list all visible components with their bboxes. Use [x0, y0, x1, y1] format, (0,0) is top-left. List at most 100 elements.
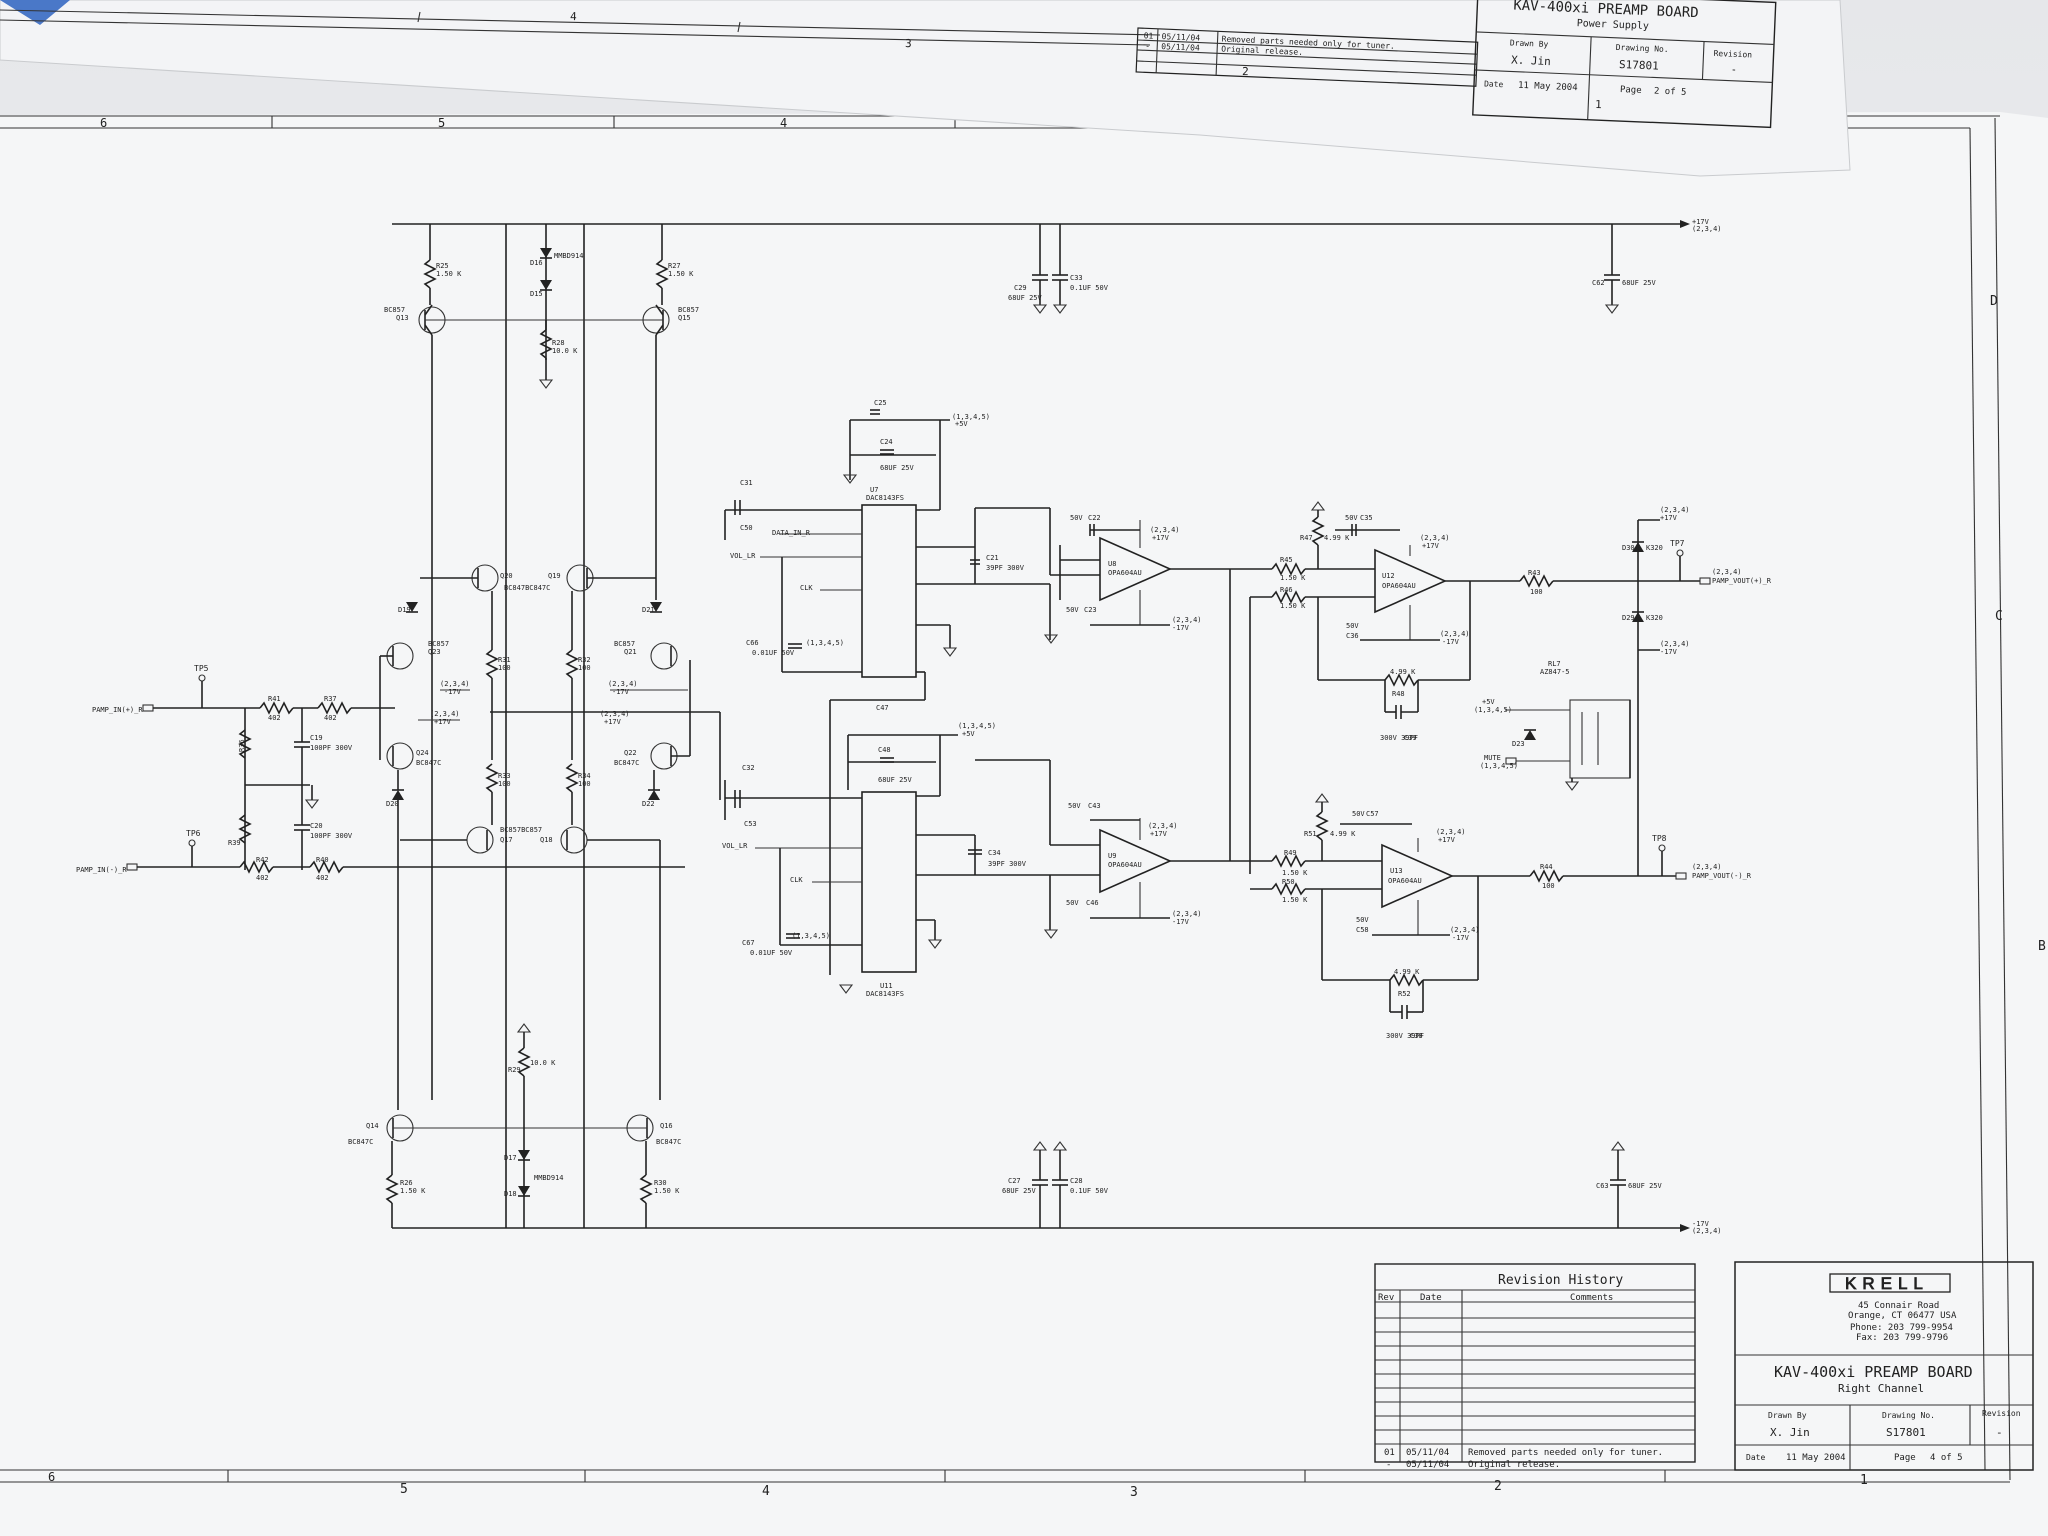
svg-text:C25: C25 [874, 399, 887, 407]
svg-text:50V: 50V [1068, 802, 1081, 810]
svg-text:10.0 K: 10.0 K [552, 347, 578, 355]
svg-text:(2,3,4): (2,3,4) [1692, 863, 1722, 871]
zone-bottom-1: 1 [1860, 1473, 1868, 1488]
svg-text:DAC8143FS: DAC8143FS [866, 494, 904, 502]
svg-text:R42: R42 [256, 856, 269, 864]
svg-text:1.50 K: 1.50 K [1280, 574, 1306, 582]
svg-text:Page: Page [1620, 85, 1642, 96]
u13-symbol [1381, 843, 1454, 909]
svg-text:-: - [1996, 1426, 2003, 1439]
svg-text:Q22: Q22 [624, 749, 637, 757]
net-mute: MUTE [1484, 754, 1501, 762]
discrete-stage: R25 1.50 K R27 1.50 K BC857 Q13 BC857 Q1… [348, 224, 721, 1228]
net-in-neg: PAMP_IN(-)_R [76, 866, 127, 874]
svg-text:+5V: +5V [962, 730, 975, 738]
svg-text:X. Jin: X. Jin [1770, 1426, 1810, 1439]
svg-text:BC847C: BC847C [416, 759, 441, 767]
svg-text:-: - [1731, 65, 1737, 76]
svg-text:10.0 K: 10.0 K [530, 1059, 556, 1067]
svg-text:39PF 300V: 39PF 300V [988, 860, 1027, 868]
svg-text:-17V: -17V [1442, 638, 1460, 646]
svg-text:100PF 300V: 100PF 300V [310, 744, 353, 752]
svg-text:Power Supply: Power Supply [1576, 18, 1649, 32]
svg-text:(2,3,4): (2,3,4) [430, 710, 460, 718]
svg-text:(2,3,4): (2,3,4) [1420, 534, 1450, 542]
svg-text:D19: D19 [398, 606, 411, 614]
svg-text:D16: D16 [530, 259, 543, 267]
svg-text:Q23: Q23 [428, 648, 441, 656]
svg-text:X. Jin: X. Jin [1511, 53, 1551, 68]
svg-text:C24: C24 [880, 438, 893, 446]
svg-text:Revision: Revision [1713, 49, 1752, 60]
svg-text:MMBD914: MMBD914 [534, 1174, 564, 1182]
zone-bottom-6: 6 [48, 1470, 55, 1484]
svg-text:Q18: Q18 [540, 836, 553, 844]
svg-text:Drawn By: Drawn By [1510, 38, 1549, 49]
zone-top-5: 5 [438, 116, 445, 130]
svg-text:Q16: Q16 [660, 1122, 673, 1130]
svg-text:+5V: +5V [955, 420, 968, 428]
zone-bottom-3: 3 [1130, 1485, 1138, 1500]
svg-text:C36: C36 [1346, 632, 1359, 640]
svg-text:C67: C67 [742, 939, 755, 947]
mute-relay-rl7: RL7 AZ847-5 +5V (1,3,4,5) MUTE (1,3,4,5)… [1474, 660, 1631, 791]
zone-top-6: 6 [100, 116, 107, 130]
svg-text:50V: 50V [1346, 622, 1359, 630]
svg-text:300V 39PF: 300V 39PF [1380, 734, 1418, 742]
svg-text:D29: D29 [1622, 614, 1635, 622]
svg-text:BC857: BC857 [614, 640, 635, 648]
svg-text:C23: C23 [1084, 606, 1097, 614]
u8-symbol [1099, 536, 1172, 602]
svg-text:D17: D17 [504, 1154, 517, 1162]
svg-text:100: 100 [1542, 882, 1555, 890]
svg-text:R48: R48 [1392, 690, 1405, 698]
tp6-label: TP6 [186, 829, 201, 838]
svg-text:(2,3,4): (2,3,4) [1436, 828, 1466, 836]
svg-text:Date: Date [1420, 1293, 1442, 1303]
iv-opamp-u9: U9 OPA604AU (2,3,4) +17V 50V C43 (2,3,4)… [1043, 760, 1230, 939]
svg-text:0.01UF 50V: 0.01UF 50V [752, 649, 795, 657]
svg-text:D22: D22 [642, 800, 655, 808]
svg-text:Date: Date [1746, 1453, 1765, 1462]
svg-text:AZ847-5: AZ847-5 [1540, 668, 1570, 676]
svg-text:100: 100 [498, 664, 511, 672]
svg-text:C39: C39 [1404, 734, 1417, 742]
svg-text:R40: R40 [316, 856, 329, 864]
svg-text:+17V: +17V [1660, 514, 1678, 522]
svg-text:Q20: Q20 [500, 572, 513, 580]
overlapping-power-supply-sheet: 4 3 2 1 01 05/11/04 Removed parts needed… [0, 0, 1851, 177]
svg-text:50V: 50V [1070, 514, 1083, 522]
svg-text:+17V: +17V [1152, 534, 1170, 542]
svg-text:C50: C50 [740, 524, 753, 532]
svg-text:4.99 K: 4.99 K [1324, 534, 1350, 542]
svg-text:C46: C46 [1086, 899, 1099, 907]
svg-text:68UF 25V: 68UF 25V [1622, 279, 1657, 287]
tp5-label: TP5 [194, 664, 209, 673]
svg-text:C28: C28 [1070, 1177, 1083, 1185]
svg-text:BC857BC857: BC857BC857 [500, 826, 542, 834]
svg-text:R41: R41 [268, 695, 281, 703]
svg-text:D21: D21 [642, 606, 655, 614]
svg-text:C21: C21 [986, 554, 999, 562]
svg-text:+17V: +17V [434, 718, 452, 726]
svg-text:C34: C34 [988, 849, 1001, 857]
svg-text:Orange, CT 06477 USA: Orange, CT 06477 USA [1848, 1311, 1957, 1321]
svg-text:4.99 K: 4.99 K [1394, 968, 1420, 976]
svg-text:R39: R39 [228, 839, 241, 847]
dac-u11: U11 DAC8143FS (1,3,4,5) +5V C47 C48 68UF… [722, 699, 1050, 998]
zone-side-d: D [1990, 294, 1998, 309]
svg-text:OPA604AU: OPA604AU [1382, 582, 1416, 590]
decoupling-caps: C29 68UF 25V C33 0.1UF 50V C62 68UF 25V … [1002, 224, 1663, 1228]
supply-rails: +17V (2,3,4) -17V (2,3,4) [392, 218, 1722, 1235]
svg-text:(1,3,4,5): (1,3,4,5) [1480, 762, 1518, 770]
svg-text:R44: R44 [1540, 863, 1553, 871]
svg-text:Q14: Q14 [366, 1122, 379, 1130]
drawing-subtitle: Right Channel [1838, 1382, 1924, 1395]
svg-text:68UF 25V: 68UF 25V [880, 464, 915, 472]
svg-text:(2,3,4): (2,3,4) [1712, 568, 1742, 576]
svg-text:R29: R29 [508, 1066, 521, 1074]
zone-top-4: 4 [780, 116, 787, 130]
svg-text:1.50 K: 1.50 K [1282, 869, 1308, 877]
svg-text:C47: C47 [876, 704, 889, 712]
svg-text:C58: C58 [1356, 926, 1369, 934]
